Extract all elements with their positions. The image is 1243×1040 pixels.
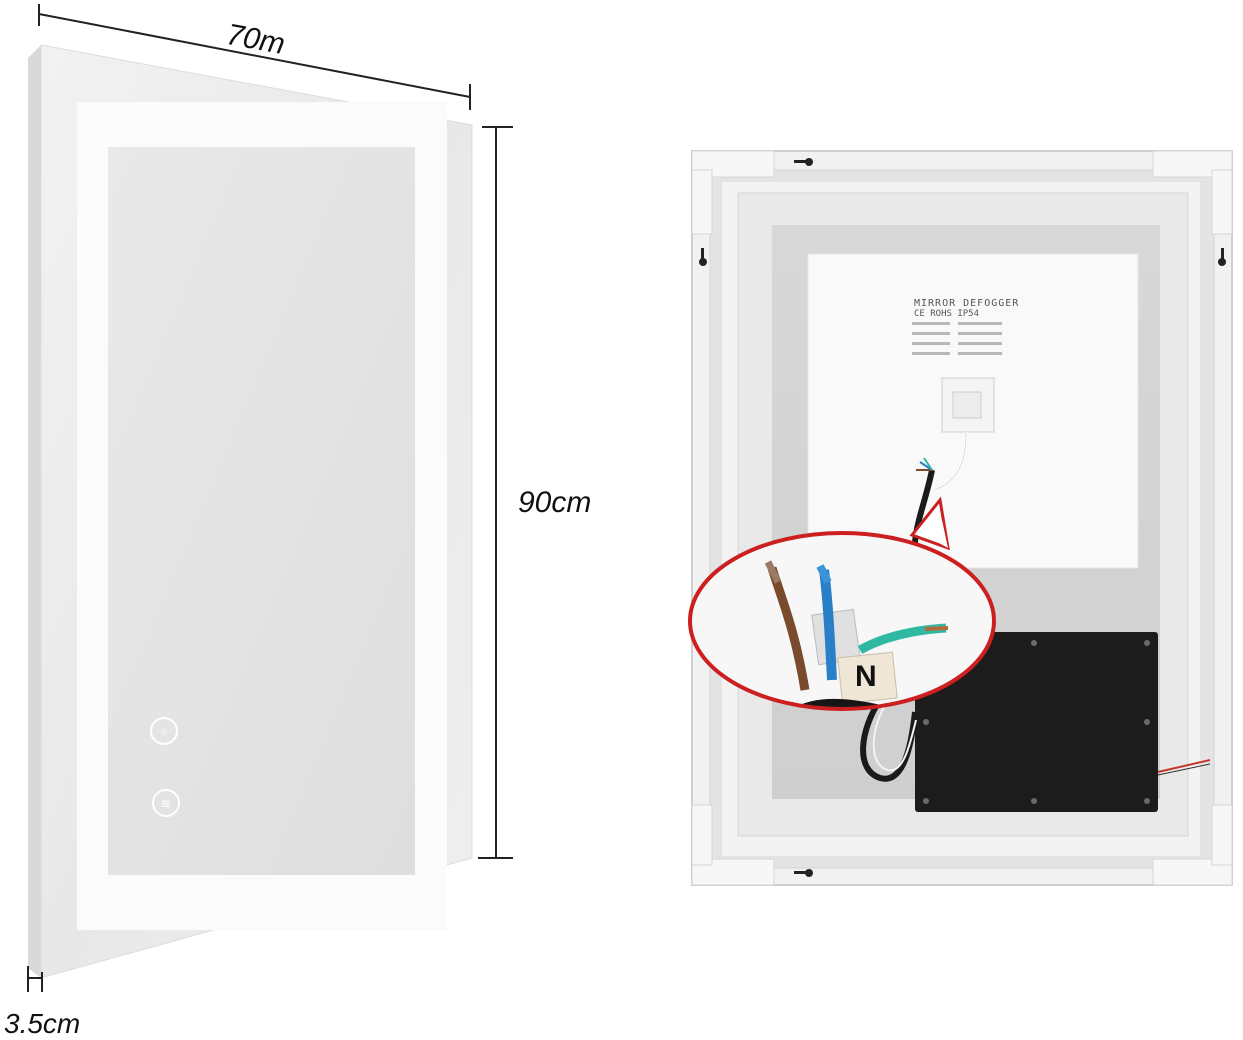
defogger-label-certs: CE ROHS IP54 [914, 309, 980, 319]
wire-callout [688, 496, 996, 711]
depth-dimension-label: 3.5cm [4, 1008, 81, 1039]
depth-dimension-line [27, 966, 43, 992]
height-dimension-line [478, 126, 513, 859]
wire-ends [916, 457, 933, 471]
back-mirror [691, 150, 1233, 886]
spec-lines [912, 322, 1002, 355]
dimmer-icon: ☼ [159, 726, 169, 739]
mirror-side-edge [28, 45, 41, 978]
front-mirror: ☼ ≋ [28, 44, 473, 979]
touch-button-defogger[interactable]: ≋ [152, 789, 180, 817]
width-dimension-line [38, 4, 471, 110]
neutral-tag-letter: N [855, 660, 877, 693]
defogger-icon: ≋ [161, 797, 172, 812]
height-dimension-label: 90cm [518, 486, 592, 519]
mirror-inner-glass [108, 147, 415, 875]
touch-button-dimmer[interactable]: ☼ [150, 717, 178, 745]
neutral-tag [837, 651, 898, 705]
hanging-slot [699, 158, 1226, 877]
defogger-label-title: MIRROR DEFOGGER [914, 298, 1020, 309]
